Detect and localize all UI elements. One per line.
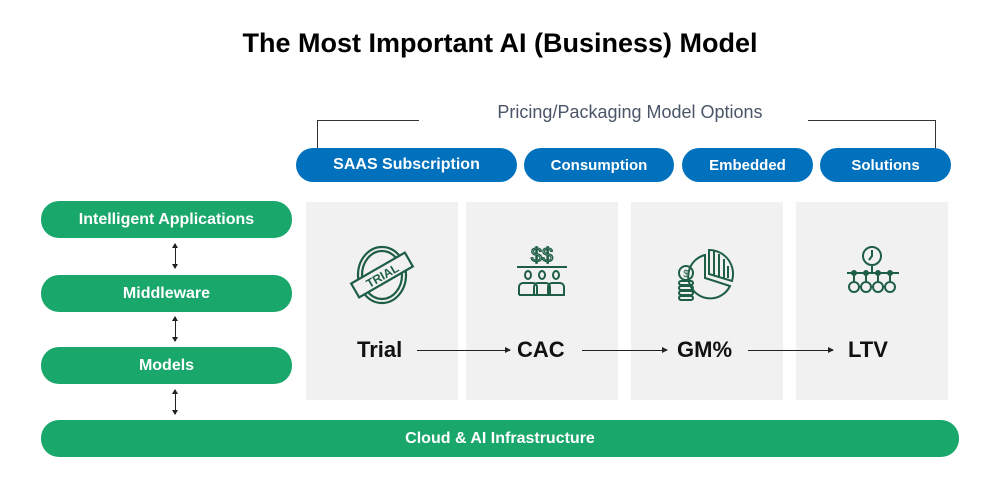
bracket-left-h: [317, 120, 419, 121]
option-solutions[interactable]: Solutions: [820, 148, 951, 182]
lifetime-value-icon: [847, 246, 899, 293]
arrow-trial-to-cac: [417, 347, 511, 353]
option-saas-subscription[interactable]: SAAS Subscription: [296, 148, 517, 182]
panel-cac: [466, 202, 618, 400]
panel-trial: [306, 202, 458, 400]
metric-trial: Trial: [357, 337, 403, 362]
metric-ltv: LTV: [848, 337, 888, 362]
bracket-right-v: [935, 120, 936, 149]
svg-text:$: $: [683, 269, 689, 280]
gross-margin-chart-icon: $: [678, 248, 735, 301]
arrow-gm-to-ltv: [748, 347, 834, 353]
bracket-left-v: [317, 120, 318, 149]
panel-gm: [631, 202, 783, 400]
metric-gm: GM%: [677, 337, 732, 362]
bracket-right-h: [808, 120, 936, 121]
arrow-models-infrastructure: [172, 389, 178, 415]
panel-ltv: [796, 202, 948, 400]
option-consumption[interactable]: Consumption: [524, 148, 674, 182]
layer-models[interactable]: Models: [41, 347, 292, 384]
layer-middleware[interactable]: Middleware: [41, 275, 292, 312]
svg-text:$$: $$: [531, 245, 553, 267]
layer-intelligent-applications[interactable]: Intelligent Applications: [41, 201, 292, 238]
pricing-label: Pricing/Packaging Model Options: [497, 102, 763, 122]
layer-cloud-ai-infrastructure[interactable]: Cloud & AI Infrastructure: [41, 420, 959, 457]
metric-cac: CAC: [517, 337, 565, 362]
arrow-cac-to-gm: [582, 347, 668, 353]
customer-acquisition-icon: $$: [517, 244, 567, 296]
arrow-apps-middleware: [172, 243, 178, 269]
trial-stamp-icon: TRIAL: [349, 245, 415, 305]
option-embedded[interactable]: Embedded: [682, 148, 813, 182]
page-title: The Most Important AI (Business) Model: [242, 28, 758, 58]
arrow-middleware-models: [172, 316, 178, 342]
